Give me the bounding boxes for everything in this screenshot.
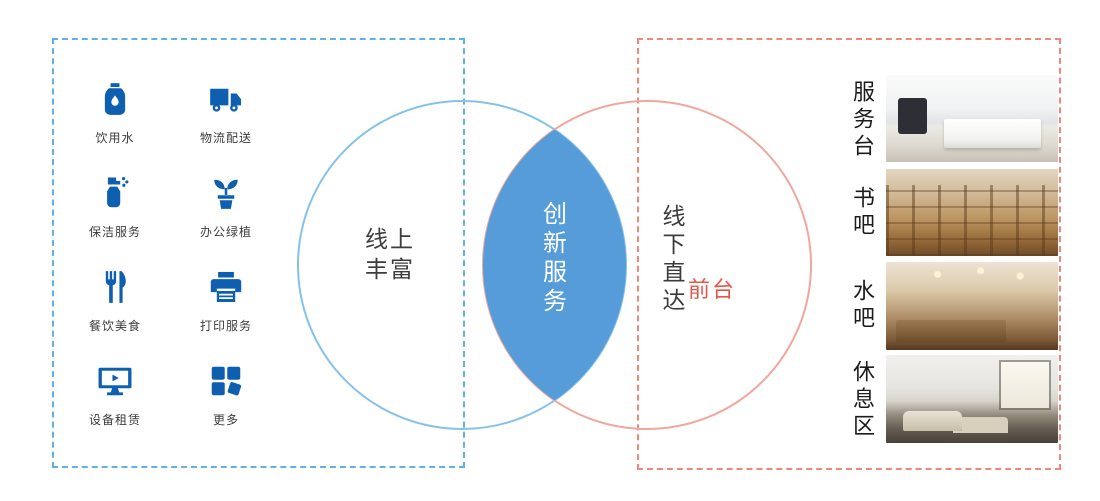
rest-area-photo	[886, 355, 1058, 443]
water-bar-photo	[886, 262, 1058, 350]
innovation-char3: 服	[543, 259, 569, 286]
service-label: 餐饮美食	[88, 319, 141, 333]
service-item-printing: 打印服务	[178, 268, 274, 334]
service-item-drinking-water: 饮用水	[67, 80, 163, 146]
service-item-cleaning: 保洁服务	[67, 174, 163, 240]
innovation-char4: 务	[543, 288, 569, 315]
innovation-char2: 新	[543, 230, 569, 257]
offline-char2: 下	[662, 231, 688, 257]
monitor-icon	[96, 362, 134, 400]
innovation-char1: 创	[543, 201, 569, 228]
service-label: 物流配送	[199, 131, 252, 145]
service-item-more: 更多	[178, 362, 274, 428]
service-label: 打印服务	[199, 319, 252, 333]
service-item-food: 餐饮美食	[67, 268, 163, 334]
water-bottle-icon	[96, 80, 134, 118]
service-label: 设备租赁	[88, 413, 141, 427]
room-label-book-bar: 书吧	[850, 186, 875, 240]
service-label: 饮用水	[95, 131, 135, 145]
service-label: 办公绿植	[199, 225, 252, 239]
innovation-label: 创 新 服 务	[528, 200, 584, 316]
fork-knife-icon	[96, 268, 134, 306]
room-label-service-desk: 服务台	[850, 80, 875, 161]
service-item-equipment: 设备租赁	[67, 362, 163, 428]
online-label-line2: 丰富	[365, 256, 415, 282]
room-label-rest-area: 休息区	[850, 360, 875, 441]
potted-plant-icon	[207, 174, 245, 212]
front-desk-highlight: 前台	[687, 272, 738, 304]
online-label: 线上 丰富	[348, 224, 432, 284]
printer-icon	[207, 268, 245, 306]
service-desk-photo	[886, 75, 1058, 162]
service-item-plants: 办公绿植	[178, 174, 274, 240]
service-label: 更多	[212, 413, 239, 427]
offline-services-panel: 服务台 书吧 水吧 休息区	[637, 38, 1061, 470]
more-grid-icon	[207, 362, 245, 400]
delivery-truck-icon	[207, 80, 245, 118]
online-services-panel: 饮用水 物流配送 保洁服务 办公绿植 餐饮美食	[52, 38, 465, 468]
cleaning-spray-icon	[96, 174, 134, 212]
online-label-line1: 线上	[365, 226, 415, 252]
service-label: 保洁服务	[88, 225, 141, 239]
book-bar-photo	[886, 169, 1058, 256]
service-item-logistics: 物流配送	[178, 80, 274, 146]
offline-char1: 线	[662, 203, 688, 229]
room-label-water-bar: 水吧	[850, 279, 875, 333]
